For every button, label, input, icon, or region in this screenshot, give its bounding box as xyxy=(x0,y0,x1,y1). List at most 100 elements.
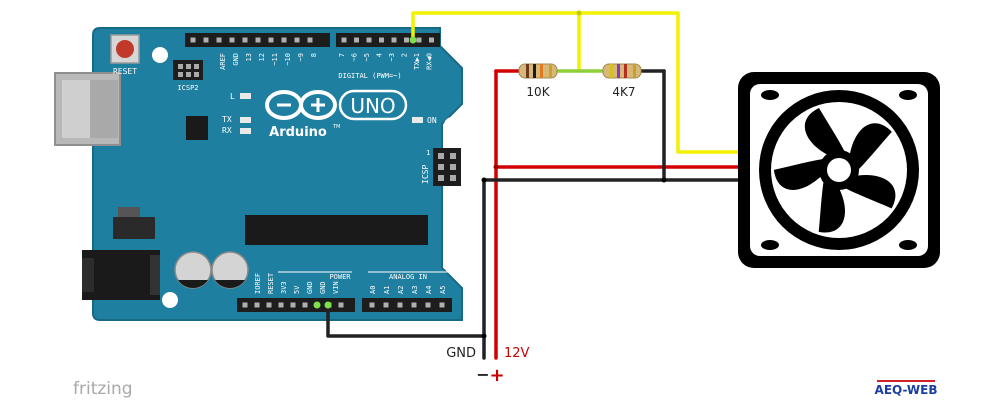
pin-hole xyxy=(307,37,313,43)
pin-label: 2 xyxy=(401,53,409,57)
pin-hole xyxy=(404,37,409,43)
led-tx xyxy=(240,117,251,123)
pin-hole xyxy=(341,37,347,43)
pin-hole xyxy=(354,37,359,43)
junction-dot xyxy=(481,177,487,183)
led-on xyxy=(412,117,423,123)
pin-hole xyxy=(242,302,248,308)
mounting-hole xyxy=(162,292,178,308)
icsp-header xyxy=(433,148,461,186)
pin-hole xyxy=(416,37,422,43)
pin-label: ~3 xyxy=(388,53,396,61)
wire-yellow-signal xyxy=(411,11,740,154)
pin-hole xyxy=(278,302,284,308)
resistor-4k7-label: 4K7 xyxy=(612,85,635,99)
power-header xyxy=(237,298,355,312)
pin-hole xyxy=(429,37,434,43)
pin-label: A4 xyxy=(425,286,433,294)
pin-label: ~9 xyxy=(297,53,305,61)
voltage-regulator xyxy=(113,207,155,239)
power-label: POWER xyxy=(329,273,351,281)
pin-hole xyxy=(391,37,397,43)
pin-hole xyxy=(190,37,196,43)
icsp-pin1-label: 1 xyxy=(426,149,430,157)
pin-label: TX▶1 xyxy=(413,53,421,70)
tm-label: TM xyxy=(332,124,340,130)
pin-hole xyxy=(254,302,260,308)
mounting-hole xyxy=(444,117,460,133)
pin-hole xyxy=(379,37,384,43)
mounting-hole xyxy=(152,47,168,63)
gnd-label: GND xyxy=(446,346,476,361)
pin-label: A3 xyxy=(411,286,419,294)
pin-label: 3V3 xyxy=(280,281,288,294)
pin-label: A2 xyxy=(397,286,405,294)
pin-hole xyxy=(255,37,261,43)
resistor-10k xyxy=(518,63,558,79)
icsp2-label: ICSP2 xyxy=(177,84,198,92)
pin-hole xyxy=(203,37,209,43)
minus-sign: − xyxy=(476,365,489,384)
fan-icon xyxy=(738,72,940,268)
pin-hole xyxy=(216,37,222,43)
pin-hole xyxy=(242,37,248,43)
mounting-hole xyxy=(444,257,460,273)
pin-hole xyxy=(302,302,308,308)
pin-label: 7 xyxy=(338,53,346,57)
pin-hole xyxy=(369,302,375,308)
on-label: ON xyxy=(427,116,437,125)
resistor-10k-label: 10K xyxy=(526,85,550,99)
usb-chip xyxy=(186,116,208,140)
icsp2-header xyxy=(173,60,203,80)
pin-gnd-connection xyxy=(324,301,332,309)
led-l xyxy=(240,93,251,99)
capacitor xyxy=(174,251,212,289)
pin-hole xyxy=(425,302,431,308)
analog-header xyxy=(362,298,452,312)
v12-label: 12V xyxy=(504,346,530,361)
pin-label: GND xyxy=(319,281,327,294)
pin-label: VIN xyxy=(332,281,340,294)
reset-label: RESET xyxy=(113,67,137,76)
aeq-logo: AEQ-WEB xyxy=(875,383,938,397)
pin-label: 5V xyxy=(293,285,301,294)
pin-hole xyxy=(268,37,274,43)
icsp-label: ICSP xyxy=(421,165,430,184)
pin-label: RESET xyxy=(267,272,275,294)
pin-label: ~11 xyxy=(271,53,279,66)
pin-label: A1 xyxy=(383,286,391,294)
pin-label: AREF xyxy=(219,53,227,70)
digital-pin-holes xyxy=(190,37,434,43)
dc-jack-icon xyxy=(82,250,160,300)
led-tx-label: TX xyxy=(222,115,232,124)
pin-label: ~10 xyxy=(284,53,292,66)
pin-hole xyxy=(383,302,389,308)
pin-label: GND xyxy=(232,53,240,66)
pin-hole xyxy=(266,302,272,308)
reset-button[interactable] xyxy=(110,34,140,64)
wire-junctions xyxy=(481,10,667,339)
pin-label: IOREF xyxy=(254,273,262,294)
microcontroller-chip xyxy=(245,215,428,245)
pin-hole xyxy=(338,302,344,308)
pin-label: 12 xyxy=(258,53,266,61)
capacitor xyxy=(211,251,249,289)
pin-label: 8 xyxy=(310,53,318,57)
uno-badge xyxy=(338,89,408,121)
arduino-logo xyxy=(265,90,337,120)
pin-label: ~6 xyxy=(351,53,359,61)
pin-hole xyxy=(397,302,403,308)
board-pcb xyxy=(92,27,463,321)
junction-dot xyxy=(576,10,582,16)
pin-hole xyxy=(229,37,235,43)
wire-black-arduino-gnd xyxy=(326,303,486,338)
pin-label: 13 xyxy=(245,53,253,61)
junction-dot xyxy=(493,164,499,170)
brand-label: Arduino xyxy=(269,125,327,140)
pin-hole xyxy=(281,37,287,43)
pin-label: ~5 xyxy=(363,53,371,61)
led-rx xyxy=(240,128,251,134)
